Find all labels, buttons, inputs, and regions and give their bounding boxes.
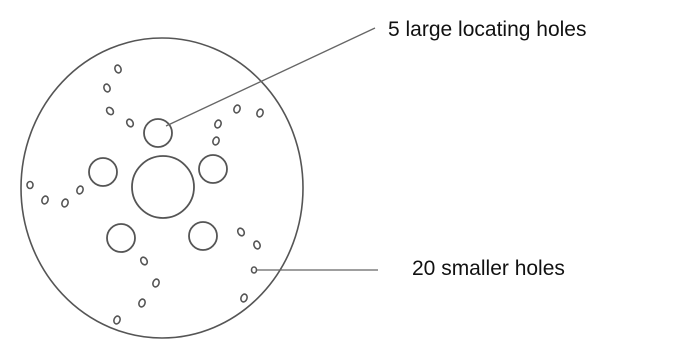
small-hole bbox=[105, 106, 115, 116]
small-hole bbox=[256, 108, 264, 118]
large-hole bbox=[188, 221, 218, 251]
disc-outline bbox=[20, 37, 304, 339]
small-hole bbox=[76, 185, 84, 195]
small-hole bbox=[114, 64, 122, 74]
center-hole bbox=[131, 155, 195, 219]
large-hole bbox=[198, 154, 228, 184]
large-hole bbox=[143, 118, 173, 148]
small-hole bbox=[212, 136, 220, 146]
small-hole bbox=[253, 240, 261, 250]
small-hole bbox=[139, 256, 149, 266]
small-holes-label: 20 smaller holes bbox=[412, 257, 565, 280]
small-hole bbox=[138, 298, 146, 308]
small-hole bbox=[113, 315, 121, 325]
large-holes bbox=[88, 118, 228, 253]
large-holes-label: 5 large locating holes bbox=[388, 18, 587, 41]
small-hole bbox=[240, 293, 248, 303]
small-hole bbox=[26, 180, 34, 190]
leader-line-large bbox=[165, 27, 376, 127]
small-hole bbox=[125, 118, 135, 128]
small-hole bbox=[61, 198, 69, 208]
small-hole bbox=[236, 227, 246, 237]
small-hole bbox=[250, 266, 258, 274]
small-hole bbox=[152, 278, 160, 288]
small-hole bbox=[41, 195, 49, 205]
small-hole bbox=[233, 104, 241, 114]
large-hole bbox=[106, 223, 136, 253]
large-hole bbox=[88, 157, 118, 187]
small-hole bbox=[103, 83, 111, 93]
small-hole bbox=[214, 119, 222, 129]
small-holes bbox=[26, 64, 264, 325]
